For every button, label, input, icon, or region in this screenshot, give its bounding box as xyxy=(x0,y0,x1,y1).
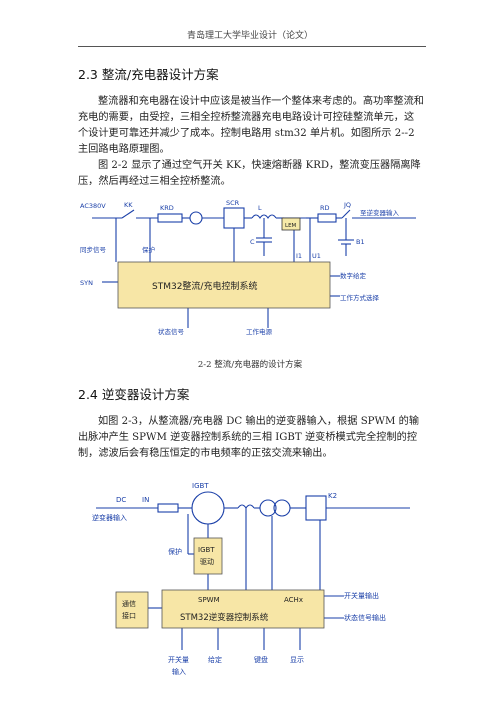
sync-signal-label: 同步信号 xyxy=(80,245,107,254)
inverter-diagram: DC IN 逆变器输入 IGBT K2 保护 开关量输出 状态信号输出 开关量 … xyxy=(92,482,410,676)
section-heading-rectifier: 2.3 整流/充电器设计方案 xyxy=(78,67,219,82)
comm-label-1: 通信 xyxy=(122,599,136,608)
switch-input-label-2: 输入 xyxy=(172,667,186,676)
page-header: 青岛理工大学毕业设计（论文） xyxy=(186,31,313,41)
k2-label: K2 xyxy=(328,492,337,500)
section-heading-inverter: 2.4 逆变器设计方案 xyxy=(78,387,190,402)
keyboard-label: 键盘 xyxy=(254,655,268,664)
syn-label: SYN xyxy=(80,279,93,287)
comm-label-2: 接口 xyxy=(122,611,136,620)
capacitor-label: C xyxy=(250,238,255,246)
kk-label: KK xyxy=(124,201,133,209)
achx-label: ACHx xyxy=(284,596,303,604)
digital-set-label: 数字给定 xyxy=(340,271,367,280)
to-inverter-label: 至逆变器输入 xyxy=(360,208,400,217)
work-power-label: 工作电源 xyxy=(246,327,273,336)
inverter-text: 如图 2-3，从整流器/充电器 DC 输出的逆变器输入，根据 SPWM 的输出脉… xyxy=(78,414,424,462)
in-label: IN xyxy=(142,496,149,504)
inductor-label: L xyxy=(258,204,262,212)
inverter-paragraph-1: 如图 2-3，从整流器/充电器 DC 输出的逆变器输入，根据 SPWM 的输出脉… xyxy=(78,416,420,459)
switch-output-label: 开关量输出 xyxy=(344,591,379,600)
protect-label-2: 保护 xyxy=(168,547,182,556)
rectifier-controller-label: STM32整流/充电控制系统 xyxy=(152,280,257,292)
igbt-drive-label-1: IGBT xyxy=(198,546,215,554)
igbt-drive-label-2: 驱动 xyxy=(200,557,214,566)
inverter-input-label: 逆变器输入 xyxy=(92,513,127,522)
figure-2-2-caption: 2-2 整流/充电器的设计方案 xyxy=(197,360,303,370)
dc-label: DC xyxy=(116,496,126,504)
spwm-label: SPWM xyxy=(198,596,220,604)
inverter-controller-label: STM32逆变器控制系统 xyxy=(180,612,269,623)
lem-label: LEM xyxy=(285,223,297,229)
work-mode-label: 工作方式选择 xyxy=(340,293,380,302)
status-signal-label: 状态信号 xyxy=(158,327,185,336)
status-output-label: 状态信号输出 xyxy=(344,613,386,622)
scr-label: SCR xyxy=(226,199,240,207)
switch-input-label-1: 开关量 xyxy=(168,655,189,664)
protect-label: 保护 xyxy=(142,245,155,254)
voltage-label: U1 xyxy=(312,252,321,260)
ac380v-label: AC380V xyxy=(80,202,106,210)
krd-label: KRD xyxy=(160,204,174,212)
battery-label: B1 xyxy=(356,238,365,246)
display-label: 显示 xyxy=(290,656,304,664)
setpoint-label: 给定 xyxy=(208,655,222,664)
rectifier-diagram: AC380V KK KRD SCR L RD JQ 至逆变器输入 B1 C 同步… xyxy=(80,199,416,336)
igbt-label: IGBT xyxy=(192,482,209,490)
rectifier-paragraph-1: 整流器和充电器在设计中应该是被当作一个整体来考虑的。高功率整流和充电的需要，由受… xyxy=(78,96,424,155)
rectifier-text: 整流器和充电器在设计中应该是被当作一个整体来考虑的。高功率整流和充电的需要，由受… xyxy=(78,94,424,190)
current-label: I1 xyxy=(296,252,302,260)
rd-label: RD xyxy=(320,204,330,212)
header-rule xyxy=(78,46,426,47)
jq-label: JQ xyxy=(343,201,351,209)
rectifier-paragraph-2: 图 2-2 显示了通过空气开关 KK，快速熔断器 KRD，整流变压器隔离降压，然… xyxy=(78,160,421,187)
